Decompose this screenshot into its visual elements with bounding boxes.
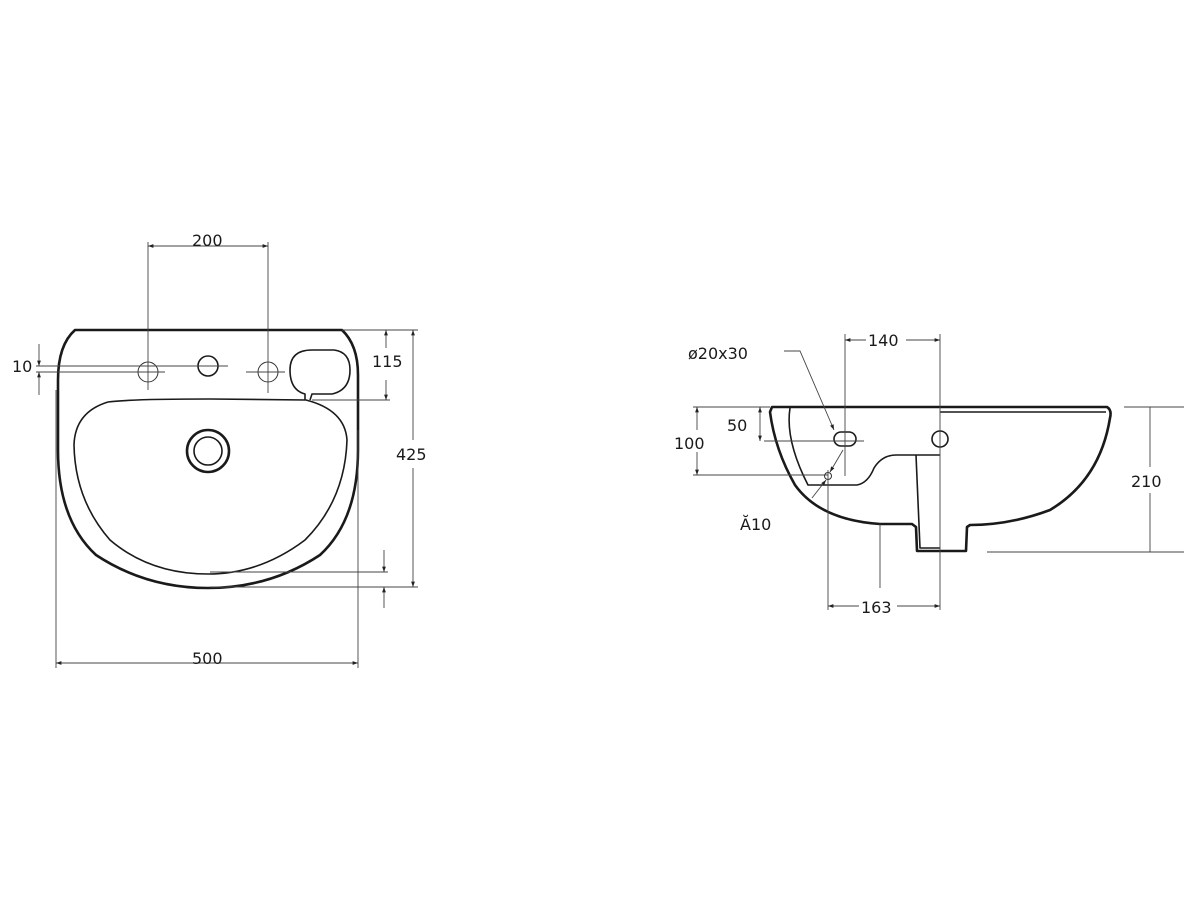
drain-inner-ring	[193, 436, 223, 466]
dim-overflow-height: 50	[727, 416, 747, 435]
dim-front-depth: 100	[674, 434, 705, 453]
basin-bowl-outline	[73, 398, 348, 575]
dim-overflow-to-center: 140	[868, 331, 899, 350]
basin-side-outline	[768, 405, 1112, 553]
dim-total-height: 210	[1131, 472, 1162, 491]
top-view: 200 10 115 425 500	[12, 231, 427, 668]
dim-overall-depth: 425	[396, 445, 427, 464]
dim-rim-to-bowl: 115	[372, 352, 403, 371]
dim-tap-spacing: 200	[192, 231, 223, 250]
basin-outer-outline	[56, 328, 360, 590]
dim-overflow-hole: ø20x30	[688, 344, 748, 363]
soap-recess	[289, 349, 351, 401]
dim-hole-to-center: 163	[861, 598, 892, 617]
dim-tap-offset: 10	[12, 357, 32, 376]
dim-small-hole: Ă10	[740, 515, 771, 534]
side-view: ø20x30 Ă10 140 100 50 210 163	[674, 330, 1184, 617]
dim-overall-width: 500	[192, 649, 223, 668]
drain-outer-ring	[185, 428, 231, 474]
